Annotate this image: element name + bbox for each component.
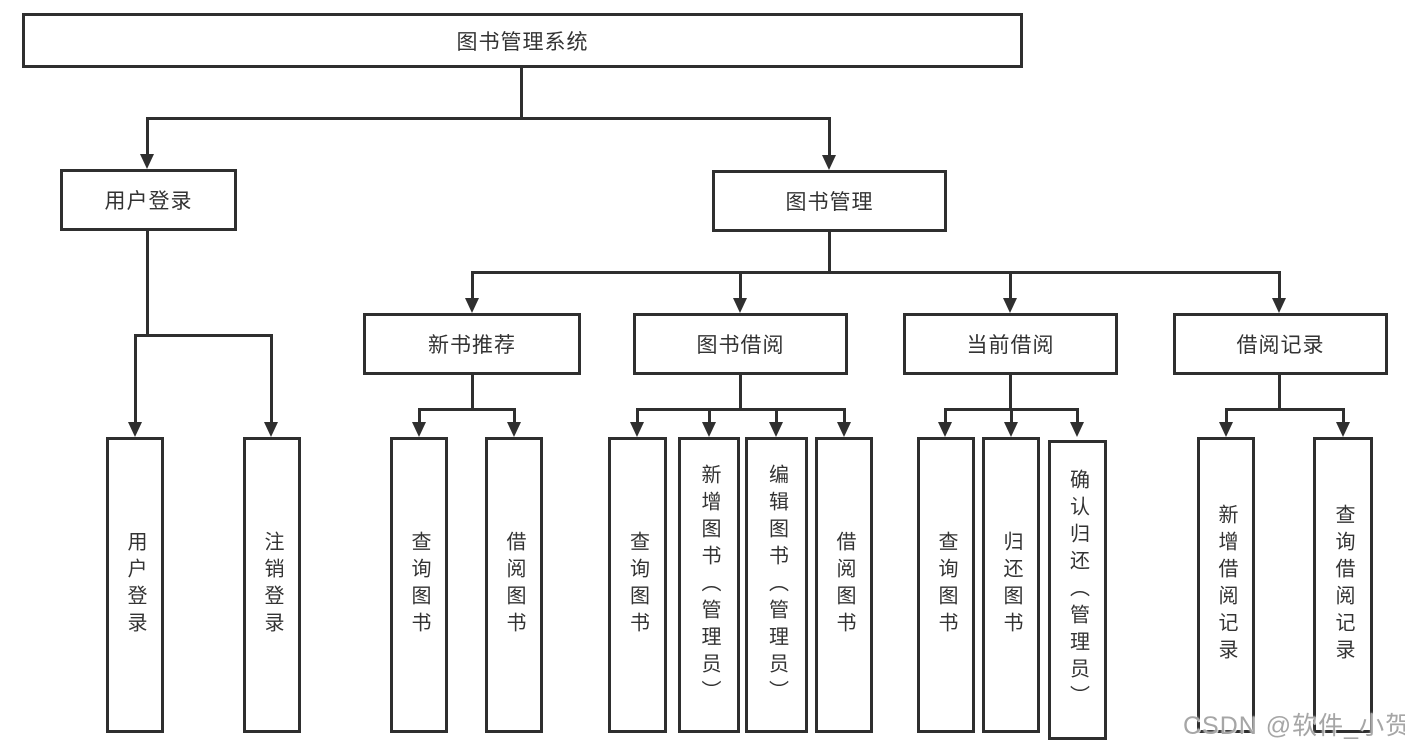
arrowhead-new-book xyxy=(465,298,479,313)
leaf-logout: 注销登录 xyxy=(243,437,301,733)
connector-arrow-shaft xyxy=(1010,408,1013,423)
connector-arrow-shaft xyxy=(1278,271,1281,300)
arrowhead-leaf xyxy=(938,422,952,437)
leaf-label: 用户登录 xyxy=(124,531,146,639)
connector-level2-bus xyxy=(471,271,1281,274)
connector-user-login-stem xyxy=(146,231,149,335)
arrowhead-leaf xyxy=(1004,422,1018,437)
arrowhead-current-borrow xyxy=(1003,298,1017,313)
node-root-system: 图书管理系统 xyxy=(22,13,1023,68)
connector-book-borrow-stem xyxy=(739,375,742,411)
connector-arrow-shaft xyxy=(739,271,742,300)
connector-new-book-stem xyxy=(471,375,474,411)
connector-arrow-shaft xyxy=(1076,408,1079,423)
arrowhead-book-mgmt xyxy=(822,155,836,170)
leaf-new-book-borrow: 借阅图书 xyxy=(485,437,543,733)
connector-root-stem xyxy=(520,68,523,118)
leaf-borrow-edit-admin: 编辑图书（管理员） xyxy=(745,437,808,733)
arrowhead-leaf xyxy=(769,422,783,437)
leaf-current-confirm-admin: 确认归还（管理员） xyxy=(1048,440,1107,740)
connector-arrow-shaft xyxy=(471,271,474,300)
leaf-borrow-query: 查询图书 xyxy=(608,437,667,733)
arrowhead-leaf xyxy=(412,422,426,437)
leaf-label: 新增借阅记录 xyxy=(1215,504,1237,666)
connector-arrow-shaft xyxy=(146,117,149,155)
leaf-label: 注销登录 xyxy=(261,531,283,639)
arrowhead-leaf xyxy=(1336,422,1350,437)
node-root-label: 图书管理系统 xyxy=(456,30,589,54)
arrowhead-leaf xyxy=(702,422,716,437)
connector-user-login-bus xyxy=(134,334,273,337)
leaf-label: 查询图书 xyxy=(935,531,957,639)
arrowhead-borrow-record xyxy=(1272,298,1286,313)
arrowhead-leaf xyxy=(264,422,278,437)
leaf-user-login: 用户登录 xyxy=(106,437,164,733)
connector-arrow-shaft xyxy=(513,408,516,423)
connector-arrow-shaft xyxy=(843,408,846,423)
node-user-login-label: 用户登录 xyxy=(104,190,193,213)
arrowhead-user-login xyxy=(140,154,154,169)
arrowhead-leaf xyxy=(630,422,644,437)
connector-level1-bus xyxy=(146,117,830,120)
leaf-borrow-borrow: 借阅图书 xyxy=(815,437,873,733)
node-book-mgmt: 图书管理 xyxy=(712,170,947,232)
node-book-mgmt-label: 图书管理 xyxy=(785,191,874,214)
node-new-book: 新书推荐 xyxy=(363,313,581,375)
connector-borrow-record-stem xyxy=(1278,375,1281,411)
leaf-record-query: 查询借阅记录 xyxy=(1313,437,1373,733)
leaf-record-add: 新增借阅记录 xyxy=(1197,437,1255,733)
connector-current-borrow-stem xyxy=(1009,375,1012,411)
connector-arrow-shaft xyxy=(944,408,947,423)
arrowhead-leaf xyxy=(837,422,851,437)
leaf-label: 查询图书 xyxy=(626,531,649,639)
node-current-borrow-label: 当前借阅 xyxy=(966,334,1055,357)
leaf-label: 查询借阅记录 xyxy=(1332,504,1354,666)
connector-arrow-shaft xyxy=(775,408,778,423)
connector-borrow-record-bus xyxy=(1225,408,1345,411)
leaf-new-book-query: 查询图书 xyxy=(390,437,448,733)
connector-book-mgmt-stem xyxy=(828,232,831,272)
leaf-current-return: 归还图书 xyxy=(982,437,1040,733)
arrowhead-leaf xyxy=(128,422,142,437)
connector-arrow-shaft xyxy=(418,408,421,423)
connector-book-borrow-bus xyxy=(636,408,846,411)
connector-arrow-shaft xyxy=(1225,408,1228,423)
leaf-label: 确认归还（管理员） xyxy=(1066,468,1089,712)
connector-arrow-shaft xyxy=(708,408,711,423)
csdn-watermark: CSDN @软件_小贺同学 xyxy=(1183,712,1405,740)
leaf-label: 新增图书（管理员） xyxy=(698,463,720,707)
leaf-label: 查询图书 xyxy=(408,531,430,639)
leaf-current-query: 查询图书 xyxy=(917,437,975,733)
node-book-borrow-label: 图书借阅 xyxy=(696,334,785,357)
node-new-book-label: 新书推荐 xyxy=(428,334,516,357)
connector-arrow-shaft xyxy=(1342,408,1345,423)
leaf-label: 归还图书 xyxy=(1000,531,1022,639)
leaf-borrow-add-admin: 新增图书（管理员） xyxy=(678,437,740,733)
arrowhead-book-borrow xyxy=(733,298,747,313)
connector-arrow-shaft xyxy=(1009,271,1012,300)
leaf-label: 借阅图书 xyxy=(833,531,855,639)
connector-arrow-shaft xyxy=(134,334,137,423)
leaf-label: 借阅图书 xyxy=(503,531,525,639)
leaf-label: 编辑图书（管理员） xyxy=(765,463,788,707)
arrowhead-leaf xyxy=(1070,422,1084,437)
connector-new-book-bus xyxy=(418,408,516,411)
node-book-borrow: 图书借阅 xyxy=(633,313,848,375)
node-current-borrow: 当前借阅 xyxy=(903,313,1118,375)
node-user-login: 用户登录 xyxy=(60,169,237,231)
arrowhead-leaf xyxy=(507,422,521,437)
connector-arrow-shaft xyxy=(270,334,273,423)
connector-arrow-shaft xyxy=(828,117,831,156)
connector-arrow-shaft xyxy=(636,408,639,423)
arrowhead-leaf xyxy=(1219,422,1233,437)
node-borrow-record-label: 借阅记录 xyxy=(1236,334,1325,357)
node-borrow-record: 借阅记录 xyxy=(1173,313,1388,375)
